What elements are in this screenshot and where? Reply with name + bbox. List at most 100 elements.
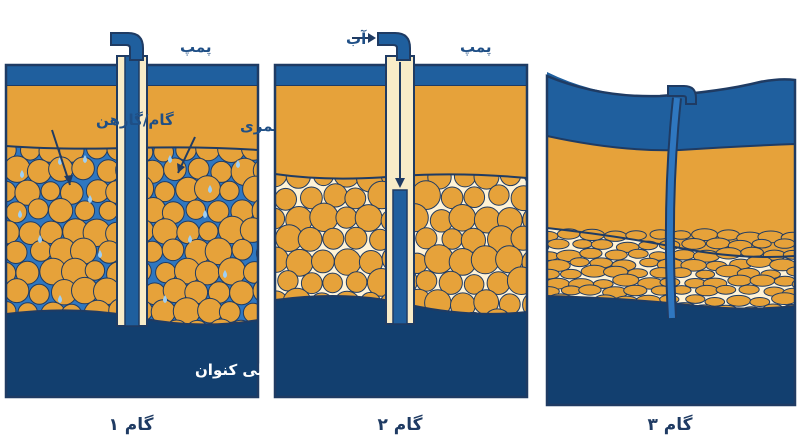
bent-pipe-3 xyxy=(666,97,680,319)
panel-step-2: آب پمپ گام ۲ xyxy=(273,30,529,435)
sediment-grain xyxy=(0,322,4,341)
sediment-grain xyxy=(344,226,368,250)
sediment-grain xyxy=(163,157,187,182)
sediment-grain xyxy=(773,275,795,287)
sediment-grain xyxy=(726,294,752,307)
sediment-grain xyxy=(231,238,254,261)
sediment-grain xyxy=(448,204,477,232)
sediment-grain xyxy=(98,200,119,221)
sediment-grain xyxy=(255,247,258,260)
water-drop xyxy=(188,235,192,243)
sediment-grain xyxy=(27,198,49,220)
sediment-grain xyxy=(84,260,106,281)
sediment-grain xyxy=(14,179,41,206)
sediment-grain xyxy=(344,187,367,210)
panel-step-3: گام ۳ xyxy=(545,65,797,435)
sediment-grain xyxy=(590,239,614,250)
sediment-grain xyxy=(26,159,52,184)
water-in-arrow-head xyxy=(368,33,376,43)
water-column-2 xyxy=(392,189,408,325)
water-drop xyxy=(38,235,42,243)
pump-head-icon-2 xyxy=(377,32,411,61)
sediment-grain xyxy=(300,272,323,295)
water-drop xyxy=(88,195,92,203)
sediment-grain xyxy=(60,181,84,205)
sediment-grain xyxy=(154,181,176,203)
clay-base-3 xyxy=(547,227,795,258)
sediment-pointer-head xyxy=(64,175,73,185)
well-pipe-1 xyxy=(124,55,140,327)
sediment-grain xyxy=(6,240,28,264)
sediment-grain xyxy=(415,270,438,292)
water-drops-1 xyxy=(18,155,240,303)
sediment-grain xyxy=(547,268,560,280)
water-drop xyxy=(223,270,227,278)
sediment-grain xyxy=(786,266,795,277)
sediment-grain xyxy=(28,283,50,305)
panel-step-1: پمپ گام/گارهن آب سمری هامیزالی کنوان گام… xyxy=(0,32,314,435)
sediment-grain xyxy=(560,268,582,280)
sediment-grain xyxy=(335,206,358,229)
sediment-grain xyxy=(506,266,527,295)
sediment-grain xyxy=(415,227,438,250)
sediment-grain xyxy=(604,249,628,261)
water-drop xyxy=(208,185,212,193)
water-drop xyxy=(58,295,62,303)
pump-head-icon-1 xyxy=(110,32,144,61)
sediment-grain xyxy=(275,187,297,211)
sediment-grain xyxy=(251,199,258,223)
sediment-grain xyxy=(6,180,17,203)
sediment-grain xyxy=(161,238,185,262)
sediment-grain xyxy=(242,175,258,203)
water-pointer-head xyxy=(177,163,185,173)
sediment-grain xyxy=(695,284,719,297)
sediment-grain xyxy=(6,278,30,304)
sediment-grain xyxy=(751,238,772,249)
sediment-grain xyxy=(705,237,731,250)
sediment-grain xyxy=(239,217,258,243)
sediment-grain xyxy=(672,249,696,261)
sediment-grain xyxy=(547,238,570,250)
sediment-grain xyxy=(30,240,52,262)
pump-head-icon-3 xyxy=(667,85,697,105)
sediment-grain xyxy=(309,202,339,233)
sediment-grain xyxy=(438,270,463,295)
sediment-grain xyxy=(6,220,20,245)
sediment-grain xyxy=(463,274,485,295)
sediment-grain xyxy=(715,284,737,295)
sediment-grain xyxy=(639,257,660,268)
water-drop xyxy=(236,160,240,168)
sediment-grain xyxy=(782,249,795,260)
sediment-grain xyxy=(322,272,343,294)
sediment-grain xyxy=(488,184,510,206)
sediment-grain xyxy=(627,248,649,259)
sediment-grain xyxy=(704,297,726,307)
sediment-grain xyxy=(424,244,454,274)
water-drop xyxy=(20,170,24,178)
sediment-grain xyxy=(463,186,486,208)
caption-step-1: گام ۱ xyxy=(108,414,153,435)
sediment-grain xyxy=(578,284,602,296)
sediment-grain xyxy=(297,226,323,252)
sediment-grain xyxy=(219,180,240,202)
injection-arrow-head xyxy=(395,178,405,188)
sediment-grain xyxy=(771,292,795,305)
saturated-grains-1 xyxy=(0,134,258,348)
water-drop xyxy=(163,295,167,303)
sediment-grain xyxy=(0,199,4,222)
sediment-grain xyxy=(243,261,258,284)
sediment-grain xyxy=(194,175,221,203)
sediment-grain xyxy=(470,245,500,275)
sediment-grain xyxy=(569,257,590,268)
bedrock-layer-3 xyxy=(547,294,795,405)
sediment-grain xyxy=(345,271,368,293)
sediment-grain xyxy=(681,238,707,250)
sediment-grain xyxy=(685,294,706,304)
sediment-grain xyxy=(623,284,648,297)
sediment-grain xyxy=(300,186,323,210)
water-drop xyxy=(203,210,207,218)
sediment-grain xyxy=(773,238,795,249)
sediment-grain xyxy=(547,243,550,251)
sediment-grain xyxy=(48,198,74,224)
